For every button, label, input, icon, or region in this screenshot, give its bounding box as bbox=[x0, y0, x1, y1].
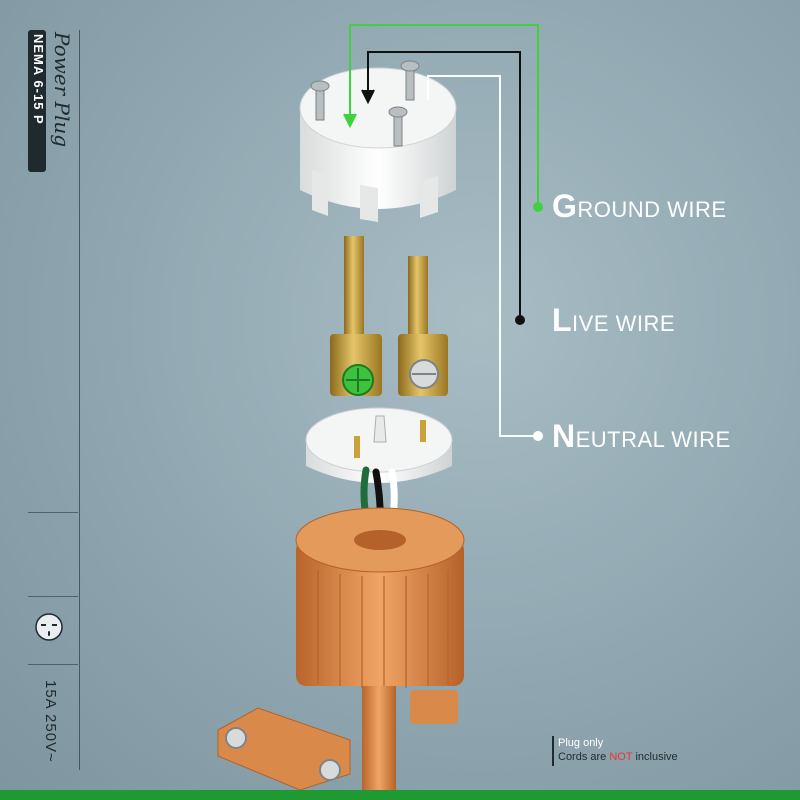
cord-clamp bbox=[217, 707, 351, 791]
package-note: Plug only Cords are NOT inclusive bbox=[558, 736, 678, 764]
plug-face-cap bbox=[299, 60, 457, 222]
ground-wire-initial: G bbox=[552, 188, 578, 224]
note-line-1: Plug only bbox=[558, 737, 604, 749]
live-wire-text: IVE WIRE bbox=[572, 311, 676, 336]
plug-base-disc bbox=[305, 407, 453, 483]
rail-separator bbox=[28, 596, 78, 597]
product-title: Power Plug bbox=[50, 32, 74, 148]
neutral-wire-label: NEUTRAL WIRE bbox=[552, 418, 731, 455]
note-line-2-post: inclusive bbox=[635, 751, 678, 763]
ground-wire-leader bbox=[343, 24, 543, 212]
live-wire-initial: L bbox=[552, 302, 573, 338]
note-line-2-highlight: NOT bbox=[609, 751, 633, 763]
note-line-2: Cords are NOT inclusive bbox=[558, 750, 678, 764]
rail-divider bbox=[79, 30, 80, 770]
rating-label: 15A 250V~ bbox=[42, 680, 59, 763]
neutral-wire-text: EUTRAL WIRE bbox=[575, 427, 731, 452]
nema-6-15-outlet-icon bbox=[35, 613, 63, 641]
live-wire-leader bbox=[361, 51, 525, 325]
rail-separator bbox=[28, 664, 78, 665]
model-label: NEMA 6-15 P bbox=[31, 34, 46, 125]
footer-strip bbox=[0, 790, 800, 800]
plug-housing bbox=[295, 507, 465, 800]
live-wire-label: LIVE WIRE bbox=[552, 302, 675, 339]
model-badge bbox=[28, 30, 46, 172]
ground-wire-text: ROUND WIRE bbox=[577, 197, 727, 222]
rail-separator bbox=[28, 512, 78, 513]
note-accent-bar bbox=[552, 736, 554, 766]
brass-blades bbox=[330, 236, 448, 396]
neutral-wire-initial: N bbox=[552, 418, 576, 454]
note-line-2-pre: Cords are bbox=[558, 751, 607, 763]
ground-wire-label: GROUND WIRE bbox=[552, 188, 727, 225]
neutral-wire-leader bbox=[427, 75, 543, 441]
